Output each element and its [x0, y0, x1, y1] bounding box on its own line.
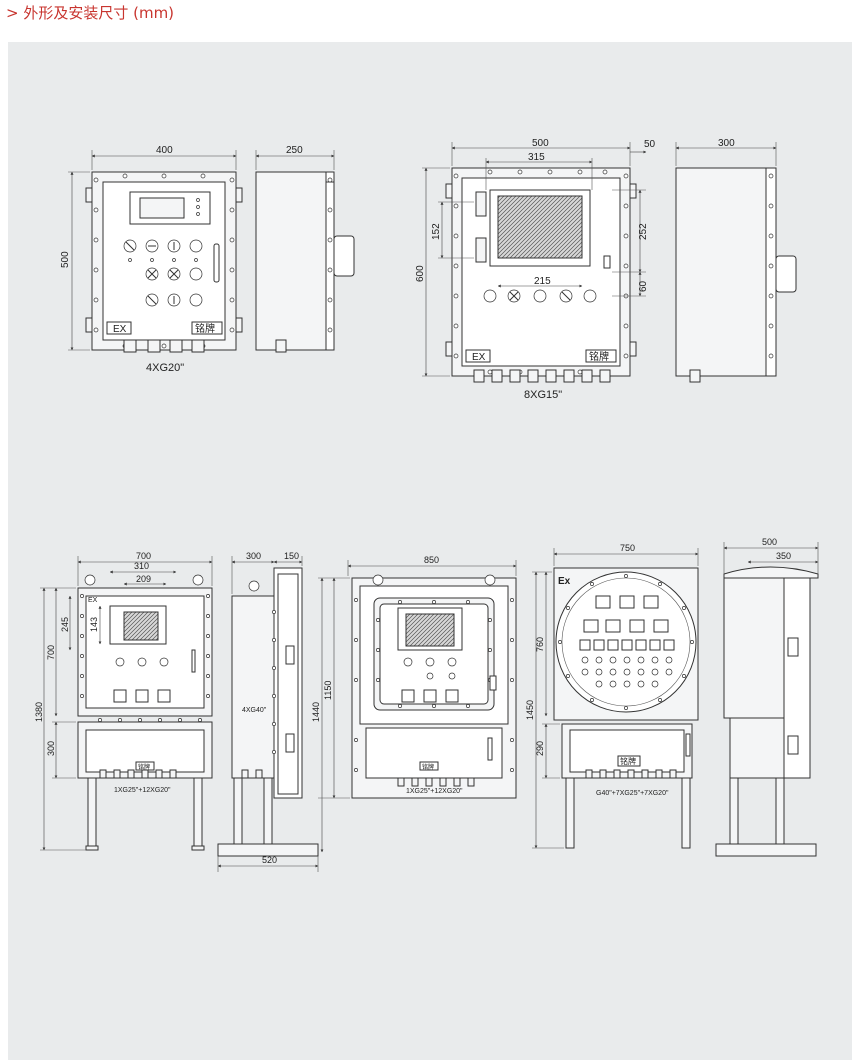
dim-500: 500	[762, 537, 777, 547]
dim-edge: 50	[644, 139, 656, 150]
dim-depth: 250	[286, 145, 303, 156]
dim-1380: 1380	[34, 702, 44, 722]
cable-label: 1XG25"+12XG20"	[114, 787, 171, 794]
nameplate-label: 铭牌	[195, 322, 215, 335]
front-view-a: EX 铭牌 4XG20" 400 500	[60, 145, 243, 374]
dim-520: 520	[262, 855, 277, 865]
cable-label: 4XG40"	[242, 707, 267, 714]
dim-1150: 1150	[323, 681, 333, 700]
nameplate-label: 铭牌	[620, 756, 636, 766]
ex-label: Ex	[558, 576, 571, 587]
dim-760: 760	[535, 637, 545, 652]
front-view-d: 铭牌 1XG25"+12XG20" 850 1150 1440	[311, 555, 517, 853]
dim-350: 350	[776, 551, 791, 561]
cable-label: 4XG20"	[146, 362, 184, 374]
dim-60: 60	[638, 280, 649, 292]
drawing-a: EX 铭牌 4XG20" 400 500 250	[60, 145, 355, 374]
dim-1440: 1440	[311, 702, 321, 722]
side-view-b: 300	[675, 138, 797, 383]
drawing-d: 铭牌 1XG25"+12XG20" 850 1150 1440	[311, 555, 517, 853]
dim-150: 150	[284, 551, 299, 561]
dim-850: 850	[424, 555, 439, 565]
dim-300side: 300	[246, 551, 261, 561]
ex-label: EX	[113, 324, 127, 335]
front-view-e: Ex 铭牌 G40"+7XG25"+7XG20" 750 760 290 145…	[525, 543, 699, 849]
dim-width: 400	[156, 145, 173, 156]
dim-depth: 300	[718, 138, 735, 149]
drawing-c: 铭牌 1XG25"+12XG20" 700 310 209 245 143 EX…	[34, 551, 319, 872]
dim-215: 215	[534, 276, 551, 287]
dim-300h: 300	[46, 741, 56, 756]
nameplate-label: 铭牌	[589, 350, 609, 363]
dim-252: 252	[638, 223, 649, 240]
ex-label: EX	[88, 597, 98, 604]
side-view-a: 250	[255, 145, 355, 353]
drawing-e: Ex 铭牌 G40"+7XG25"+7XG20" 750 760 290 145…	[525, 537, 819, 857]
cable-label: 1XG25"+12XG20"	[406, 788, 463, 795]
ex-label: EX	[472, 352, 486, 363]
dim-245: 245	[60, 617, 70, 632]
nameplate-label: 铭牌	[422, 763, 434, 771]
nameplate-label: 铭牌	[138, 763, 150, 771]
dim-width: 500	[532, 138, 549, 149]
dim-750: 750	[620, 543, 635, 553]
dim-290: 290	[535, 741, 545, 756]
cable-label: G40"+7XG25"+7XG20"	[596, 790, 669, 797]
dim-height: 500	[60, 251, 71, 268]
dim-310: 310	[134, 561, 149, 571]
dim-inner: 315	[528, 152, 545, 163]
section-heading: > 外形及安装尺寸 (mm)	[6, 4, 175, 22]
side-view-e: 500 350	[715, 537, 819, 857]
cable-label: 8XG15"	[524, 389, 562, 401]
side-view-c: 4XG40" 300 150 520	[217, 551, 319, 872]
dim-152: 152	[431, 223, 442, 240]
front-view-b: EX 铭牌 8XG15" 500 315 50 152 600 252	[415, 138, 656, 401]
drawing-b: EX 铭牌 8XG15" 500 315 50 152 600 252	[415, 138, 797, 401]
dim-1450: 1450	[525, 700, 535, 720]
dim-143: 143	[89, 617, 99, 632]
dim-700w: 700	[136, 551, 151, 561]
dim-700h: 700	[46, 645, 56, 660]
front-view-c: 铭牌 1XG25"+12XG20" 700 310 209 245 143 EX…	[34, 551, 213, 851]
dim-600: 600	[415, 265, 426, 282]
dim-209: 209	[136, 574, 151, 584]
